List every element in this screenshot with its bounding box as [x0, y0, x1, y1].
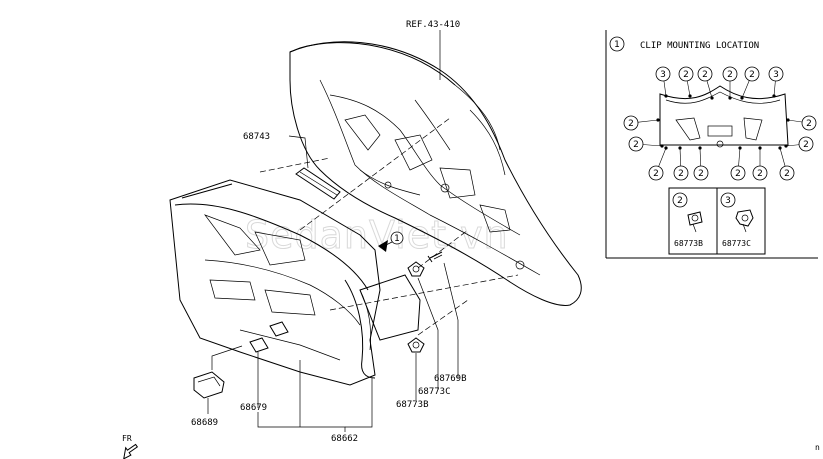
part-label-68689: 68689 — [191, 418, 218, 428]
location-point — [664, 146, 668, 150]
leader-68662-base — [257, 412, 346, 432]
location-point — [698, 146, 702, 150]
clip-c-icon — [735, 209, 754, 233]
svg-text:1: 1 — [394, 234, 400, 244]
trim-panel-drawing — [169, 179, 381, 386]
direction-label: FR — [122, 434, 132, 443]
projection-lines — [259, 117, 519, 336]
leader-68689-top — [211, 345, 243, 370]
part-label-68773b: 68773B — [396, 400, 429, 410]
clip-68773c-drawing — [407, 261, 425, 277]
fr-arrow-icon — [123, 443, 139, 459]
clip-c-box — [716, 187, 766, 255]
location-marker: 2 — [697, 66, 713, 82]
svg-text:2: 2 — [735, 169, 741, 179]
location-marker: 2 — [744, 66, 760, 82]
svg-text:3: 3 — [773, 70, 779, 80]
clip-b-part-label: 68773B — [674, 239, 703, 248]
leader-68662-right — [345, 378, 373, 428]
leader-68743 — [288, 135, 309, 169]
clip-c-marker: 3 — [720, 192, 736, 208]
part-68689-drawing — [193, 371, 225, 399]
location-marker: 2 — [623, 115, 639, 131]
leader-68773c — [417, 277, 439, 390]
screw-68769b-drawing — [427, 251, 443, 263]
location-markers: 3 2 2 2 2 3 2 2 2 2 2 2 2 2 2 2 — [623, 66, 817, 181]
location-point — [784, 144, 788, 148]
corner-mark: n — [815, 443, 820, 452]
svg-text:2: 2 — [653, 169, 659, 179]
location-point — [688, 94, 692, 98]
location-marker: 2 — [722, 66, 738, 82]
svg-text:2: 2 — [678, 169, 684, 179]
svg-text:2: 2 — [683, 70, 689, 80]
location-point — [738, 146, 742, 150]
location-point — [678, 146, 682, 150]
svg-text:2: 2 — [633, 140, 639, 150]
location-marker: 2 — [730, 165, 746, 181]
location-point — [664, 94, 668, 98]
svg-text:2: 2 — [698, 169, 704, 179]
part-label-68743: 68743 — [243, 132, 270, 142]
svg-text:2: 2 — [803, 140, 809, 150]
location-point — [740, 96, 744, 100]
leader-68769b — [443, 262, 459, 378]
location-marker: 2 — [648, 165, 664, 181]
location-marker: 2 — [798, 136, 814, 152]
location-point — [728, 96, 732, 100]
svg-text:2: 2 — [677, 196, 683, 206]
part-label-68679: 68679 — [240, 403, 267, 413]
location-point — [786, 118, 790, 122]
svg-text:2: 2 — [628, 119, 634, 129]
trunk-lid-drawing — [289, 41, 582, 306]
clip-b-icon — [687, 211, 703, 233]
svg-text:2: 2 — [702, 70, 708, 80]
svg-text:3: 3 — [660, 70, 666, 80]
part-68679-drawing — [249, 321, 289, 353]
location-point — [778, 146, 782, 150]
clip-68773b-drawing — [407, 337, 425, 353]
part-label-68662: 68662 — [331, 434, 358, 444]
location-marker: 2 — [628, 136, 644, 152]
inset-trim-outline — [659, 85, 789, 148]
svg-text:3: 3 — [725, 196, 731, 206]
ref-label: REF.43-410 — [406, 20, 460, 30]
location-marker: 2 — [801, 115, 817, 131]
part-label-68773c: 68773C — [418, 387, 451, 397]
location-point — [710, 96, 714, 100]
location-point — [758, 146, 762, 150]
location-point — [772, 94, 776, 98]
panel-bracket — [359, 274, 421, 341]
location-marker: 2 — [779, 165, 795, 181]
svg-text:2: 2 — [727, 70, 733, 80]
location-marker: 2 — [693, 165, 709, 181]
svg-text:2: 2 — [749, 70, 755, 80]
location-marker: 3 — [768, 66, 784, 82]
inset-title: CLIP MOUNTING LOCATION — [640, 41, 759, 51]
watermark-text: SedanViet.vn — [245, 213, 509, 257]
location-marker: 2 — [678, 66, 694, 82]
svg-text:2: 2 — [757, 169, 763, 179]
location-marker: 3 — [655, 66, 671, 82]
clip-c-part-label: 68773C — [722, 239, 751, 248]
inset-panel: 1 CLIP MOUNTING LOCATION 3 2 2 2 2 3 2 2 2 2 2 2 2 2 2… — [605, 30, 818, 259]
view-marker: 1 — [390, 231, 404, 245]
location-point — [656, 118, 660, 122]
part-68743-drawing — [295, 167, 341, 200]
svg-text:2: 2 — [784, 169, 790, 179]
location-marker: 2 — [673, 165, 689, 181]
location-point — [660, 144, 664, 148]
inset-marker: 1 — [609, 36, 625, 52]
location-marker: 2 — [752, 165, 768, 181]
svg-text:2: 2 — [806, 119, 812, 129]
clip-b-marker: 2 — [672, 192, 688, 208]
svg-text:1: 1 — [614, 40, 620, 50]
part-label-68769b: 68769B — [434, 374, 467, 384]
